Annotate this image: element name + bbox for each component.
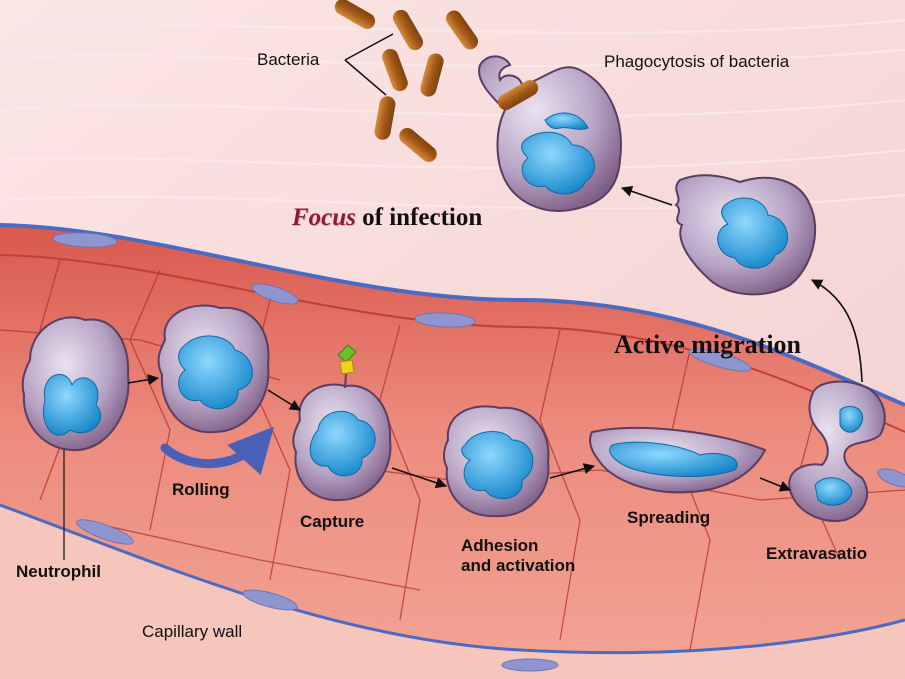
focus-rest: of infection [356, 204, 482, 231]
focus-word: Focus [292, 204, 356, 231]
capillary-wall-label: Capillary wall [142, 622, 242, 642]
adhesion-activation-label: Adhesion and activation [461, 536, 575, 575]
neutrophil-label: Neutrophil [16, 562, 101, 582]
neutrophil-cell-icon [159, 306, 269, 433]
phagocytosis-label: Phagocytosis of bacteria [604, 52, 789, 72]
capture-label: Capture [300, 512, 364, 532]
extravasation-label: Extravasatio [766, 544, 867, 564]
spreading-label: Spreading [627, 508, 710, 528]
bacteria-label: Bacteria [257, 50, 319, 70]
adhesion-line2: and activation [461, 556, 575, 576]
rolling-label: Rolling [172, 480, 230, 500]
neutrophil-cell-icon [444, 406, 548, 516]
active-migration-label: Active migration [614, 330, 801, 360]
neutrophil-cell-icon [293, 384, 390, 500]
adhesion-line1: Adhesion [461, 536, 575, 556]
focus-of-infection-label: Focus of infection [292, 204, 482, 233]
neutrophil-cell-icon [23, 317, 129, 450]
